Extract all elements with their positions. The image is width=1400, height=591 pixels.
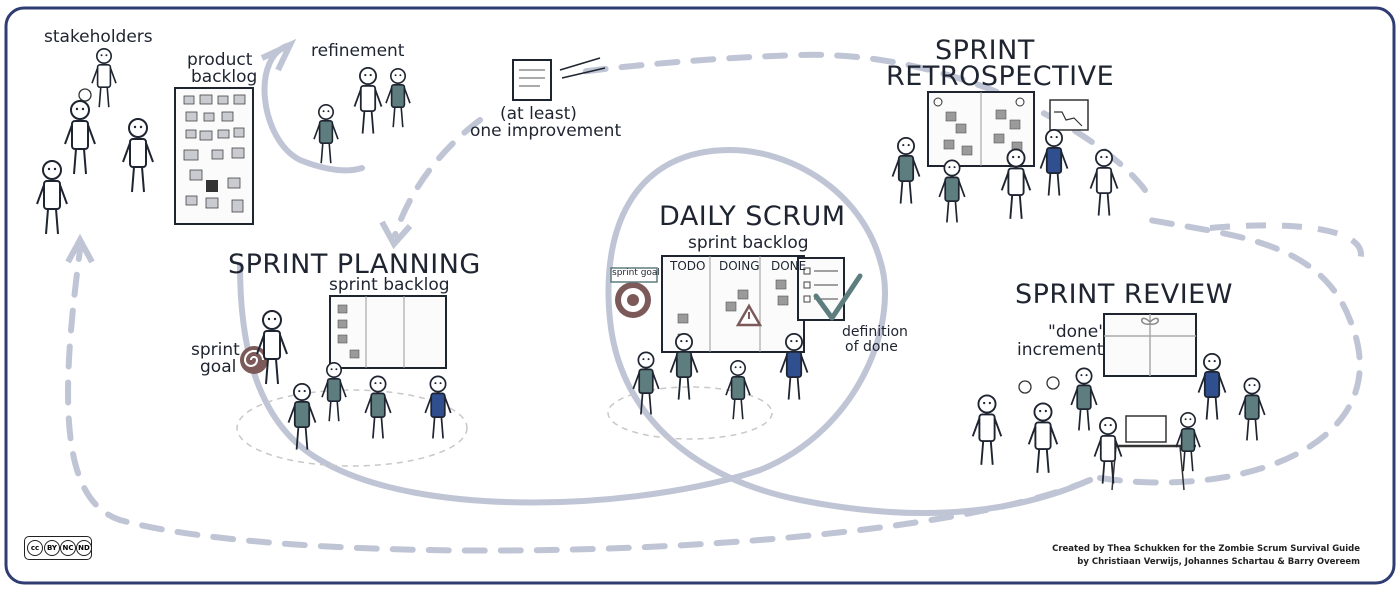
product-backlog-board: [174, 87, 254, 225]
person-figure: [287, 382, 317, 450]
person-figure: [364, 375, 392, 439]
sprint-goal-label-line2: goal: [200, 357, 237, 377]
arrowhead-stakeholders: [65, 233, 95, 264]
credit-line-2: by Christiaan Verwijs, Johannes Schartau…: [1077, 557, 1360, 567]
person-figure: [779, 332, 809, 400]
product-backlog-label-line2: backlog: [191, 67, 258, 87]
improvement-label-line1: (at least): [500, 104, 577, 124]
retrospective-board: [927, 91, 1089, 167]
person-figure: [424, 375, 452, 439]
person-figure: [353, 66, 383, 134]
dashed-loop-to-stakeholders: [65, 247, 1093, 554]
done-increment-gift-icon: [1103, 313, 1197, 377]
person-figure: [1027, 402, 1059, 473]
done-increment-label-line2: increment: [1017, 340, 1104, 360]
done-increment-label-line1: "done": [1048, 322, 1107, 342]
planning-sprint-backlog-board: [329, 295, 447, 369]
daily-scrum-title: DAILY SCRUM: [659, 201, 846, 232]
person-figure: [632, 351, 660, 415]
person-figure: [1070, 367, 1098, 431]
person-figure: [1093, 416, 1123, 484]
person-figure: [1238, 377, 1266, 441]
person-figure: [122, 118, 154, 193]
sprint-goal-spiral-icon: [240, 346, 268, 374]
product-backlog-label-line1: product: [187, 50, 253, 70]
refinement-label: refinement: [311, 41, 405, 61]
daily-sprint-backlog-label: sprint backlog: [688, 233, 809, 253]
sprint-planning-title: SPRINT PLANNING: [228, 249, 481, 280]
dashed-improvement-to-planning: [392, 117, 483, 238]
credit-line-1: Created by Thea Schukken for the Zombie …: [1052, 544, 1360, 554]
sprint-goal-target-icon: [610, 267, 658, 318]
arrowhead-planning: [379, 220, 413, 250]
checkmark-icon: [813, 273, 863, 321]
improvement-note-icon: [512, 57, 606, 101]
sprint-retrospective-title-line1: SPRINT: [935, 35, 1035, 66]
person-figure: [1197, 352, 1227, 420]
person-figure: [256, 310, 288, 385]
sprint-review-title: SPRINT REVIEW: [1015, 279, 1233, 310]
creative-commons-badge: cc BY NC ND: [24, 536, 92, 560]
board-column-todo: TODO: [670, 259, 706, 273]
by-icon: BY: [44, 540, 60, 556]
illustration-frame: [4, 6, 1396, 585]
credits: Created by Thea Schukken for the Zombie …: [1052, 543, 1360, 569]
stakeholders-label: stakeholders: [44, 27, 153, 47]
refinement-loop: [261, 42, 365, 174]
dashed-feedback-loop: [577, 51, 1363, 486]
person-figure: [1089, 148, 1119, 216]
sprint-goal-tag: sprint goal: [612, 268, 660, 278]
lightbulb-icon: [78, 88, 1060, 394]
sprint-flow-line: [237, 146, 1093, 517]
nc-icon: NC: [60, 540, 76, 556]
arrowhead-refinement: [260, 38, 297, 72]
person-figure: [64, 100, 96, 175]
planning-team-circle: [236, 389, 468, 467]
person-figure: [669, 332, 699, 400]
cc-icon: cc: [27, 540, 43, 556]
sprint-retrospective-title-line2: RETROSPECTIVE: [886, 61, 1115, 92]
definition-of-done-checklist: [797, 257, 863, 321]
definition-of-done-label-line2: of done: [845, 339, 898, 355]
person-figure: [1175, 411, 1201, 472]
definition-of-done-label-line1: definition: [842, 324, 908, 340]
person-figure: [91, 47, 117, 108]
board-column-doing: DOING: [719, 259, 760, 273]
nd-icon: ND: [76, 540, 92, 556]
person-figure: [1000, 148, 1032, 219]
dashed-review-arc: [1209, 222, 1364, 261]
improvement-label-line2: one improvement: [470, 121, 622, 141]
sprint-goal-label-line1: sprint: [191, 340, 240, 360]
person-figure: [36, 160, 68, 235]
board-column-done: DONE: [771, 259, 807, 273]
team-figures: [36, 47, 1266, 484]
person-figure: [891, 136, 921, 204]
person-figure: [321, 361, 347, 422]
planning-sprint-backlog-label: sprint backlog: [329, 275, 450, 295]
daily-scrum-team-circle: [607, 386, 773, 440]
person-figure: [313, 103, 339, 164]
person-figure: [938, 159, 966, 223]
person-figure: [1039, 128, 1069, 196]
person-figure: [725, 359, 751, 420]
person-figure: [971, 394, 1003, 465]
person-figure: [385, 67, 411, 128]
